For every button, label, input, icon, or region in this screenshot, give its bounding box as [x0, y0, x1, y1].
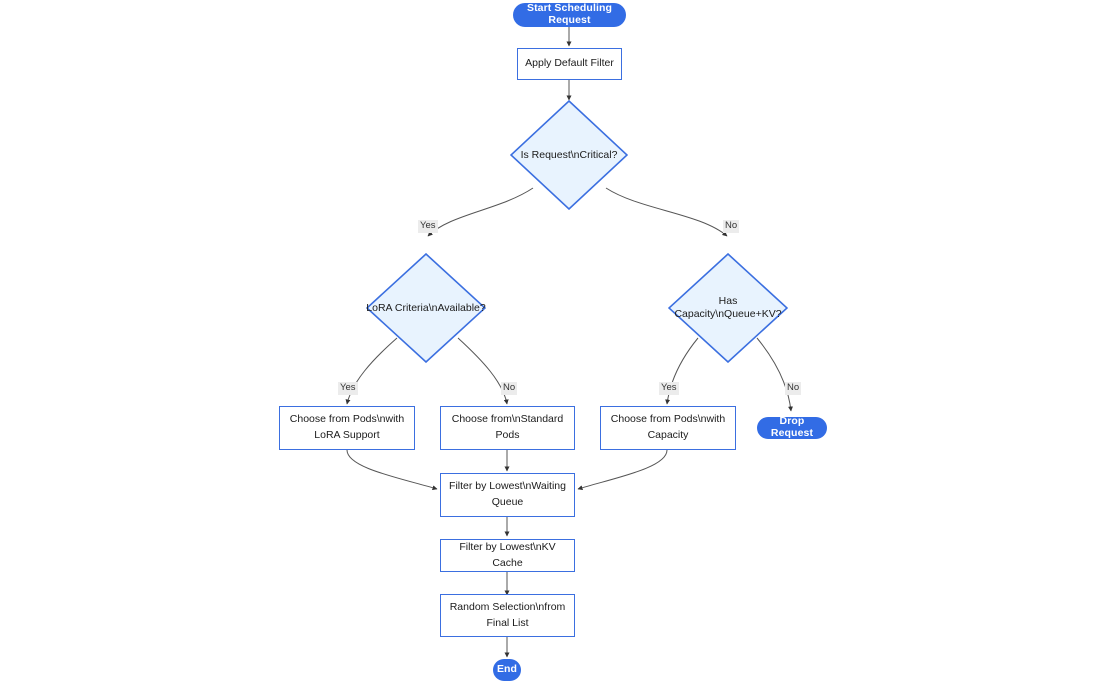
edge-label-critical-no: No [723, 220, 740, 233]
node-is-request-critical-label: Is Request\nCritical? [520, 148, 618, 161]
node-start[interactable]: Start Scheduling Request [513, 3, 626, 27]
edge-capacity-pods-to-filter-queue [577, 449, 668, 491]
edge-label-critical-yes: Yes [418, 220, 438, 233]
node-start-label: Start Scheduling Request [526, 2, 613, 26]
node-choose-capacity-pods-line1: Choose from Pods\nwith [610, 413, 726, 426]
node-random-selection-line2: Final List [486, 616, 529, 629]
node-choose-standard-pods-line2: Pods [495, 429, 520, 441]
node-lora-criteria-available-label: LoRA Criteria\nAvailable? [366, 301, 486, 314]
node-choose-lora-pods[interactable]: Choose from Pods\nwith LoRA Support [279, 406, 415, 450]
node-has-capacity-label: Has Capacity\nQueue+KV? [674, 295, 782, 320]
node-choose-capacity-pods[interactable]: Choose from Pods\nwith Capacity [600, 406, 736, 450]
node-choose-capacity-pods-line2: Capacity [647, 429, 689, 441]
node-choose-standard-pods[interactable]: Choose from\nStandard Pods [440, 406, 575, 450]
diamond-shape-icon [366, 253, 486, 363]
diamond-shape-icon [668, 253, 788, 363]
edge-label-capacity-no: No [785, 382, 802, 395]
node-end-label: End [496, 663, 518, 676]
edge-lora-pods-to-filter-queue [346, 449, 438, 491]
node-random-selection-line1: Random Selection\nfrom [449, 600, 566, 613]
node-choose-lora-pods-line2: LoRA Support [314, 429, 380, 441]
node-drop-request[interactable]: Drop Request [757, 415, 827, 439]
node-filter-waiting-queue-line2: Queue [491, 496, 524, 508]
node-end[interactable]: End [493, 659, 521, 681]
node-filter-kv-cache[interactable]: Filter by Lowest\nKV Cache [440, 539, 575, 572]
node-filter-waiting-queue-line1: Filter by Lowest\nWaiting [449, 480, 566, 493]
node-lora-criteria-available[interactable]: LoRA Criteria\nAvailable? [366, 253, 486, 363]
edge-label-capacity-yes: Yes [659, 382, 679, 395]
node-is-request-critical[interactable]: Is Request\nCritical? [510, 100, 628, 210]
diamond-shape-icon [510, 100, 628, 210]
node-apply-default-filter[interactable]: Apply Default Filter [517, 48, 622, 80]
node-filter-waiting-queue[interactable]: Filter by Lowest\nWaiting Queue [440, 473, 575, 517]
node-drop-request-label: Drop Request [770, 415, 814, 439]
edge-label-lora-no: No [501, 382, 518, 395]
node-apply-default-filter-label: Apply Default Filter [525, 57, 614, 70]
edge-label-lora-yes: Yes [338, 382, 358, 395]
node-choose-standard-pods-line1: Choose from\nStandard [451, 413, 564, 426]
node-filter-kv-cache-label: Filter by Lowest\nKV Cache [459, 540, 556, 569]
node-random-selection[interactable]: Random Selection\nfrom Final List [440, 594, 575, 637]
node-choose-lora-pods-line1: Choose from Pods\nwith [289, 413, 405, 426]
node-has-capacity[interactable]: Has Capacity\nQueue+KV? [668, 253, 788, 363]
